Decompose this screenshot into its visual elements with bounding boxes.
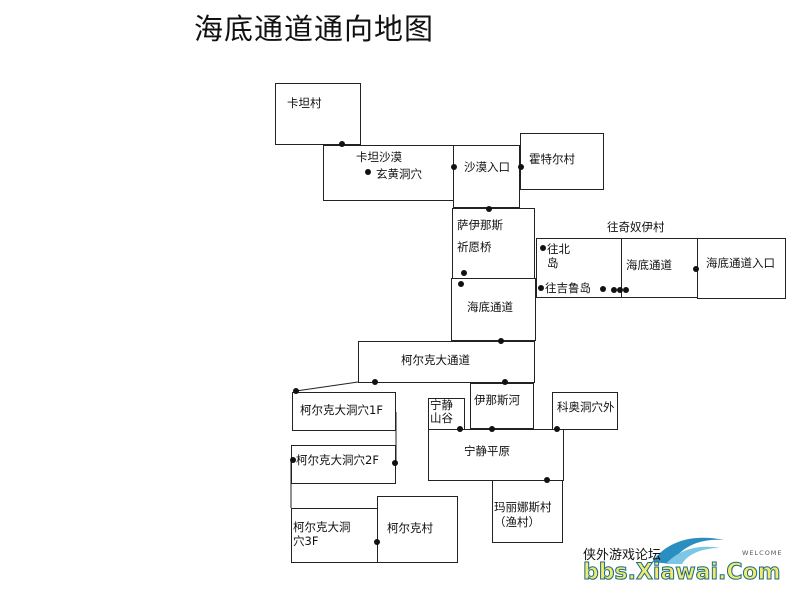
label-kolk-avenue: 柯尔克大通道 bbox=[401, 353, 470, 367]
label-black-yellow-cave: 玄黄洞穴 bbox=[376, 167, 422, 181]
connector-dot bbox=[600, 286, 606, 292]
node-katan-desert[interactable] bbox=[323, 145, 454, 201]
label-kolk-cave-3f-2: 穴3F bbox=[293, 534, 319, 548]
connector-dot bbox=[623, 287, 629, 293]
connector-dot bbox=[458, 281, 464, 287]
label-inas-river: 伊那斯河 bbox=[474, 393, 520, 407]
label-katan-desert: 卡坦沙漠 bbox=[356, 150, 402, 164]
label-hote-village: 霍特尔村 bbox=[529, 152, 575, 166]
connector-dot bbox=[544, 477, 550, 483]
label-quiet-plain: 宁静平原 bbox=[464, 444, 510, 458]
label-kolk-cave-1f: 柯尔克大洞穴1F bbox=[300, 403, 383, 417]
welcome-text: WELCOME bbox=[742, 549, 783, 557]
label-undersea-passage-b: 海底通道 bbox=[467, 300, 513, 314]
site-logo-text[interactable]: bbs.Xiawai.Com bbox=[583, 560, 782, 586]
connector-dot bbox=[540, 245, 546, 251]
label-desert-entrance: 沙漠入口 bbox=[464, 160, 510, 174]
forum-name: 侠外游戏论坛 bbox=[583, 548, 662, 563]
label-kolk-village: 柯尔克村 bbox=[387, 521, 433, 535]
connector-dot bbox=[498, 338, 504, 344]
node-quiet-plain[interactable] bbox=[428, 429, 564, 481]
label-fishing-village: （渔村） bbox=[494, 515, 540, 529]
node-maris-village[interactable] bbox=[492, 480, 563, 543]
node-island-routes[interactable] bbox=[536, 238, 622, 298]
wave-logo-icon bbox=[652, 537, 724, 564]
label-kolk-cave-2f: 柯尔克大洞穴2F bbox=[296, 453, 379, 467]
label-island: 岛 bbox=[547, 256, 559, 270]
label-katan-village: 卡坦村 bbox=[287, 96, 322, 110]
map-title: 海底通道通向地图 bbox=[194, 12, 435, 46]
connector-dot bbox=[293, 388, 299, 394]
connector-dot bbox=[518, 164, 524, 170]
connector-dot bbox=[489, 426, 495, 432]
connector-dot bbox=[374, 539, 380, 545]
connector-dot bbox=[486, 206, 492, 212]
label-quiet-valley-1: 宁静 bbox=[430, 398, 453, 412]
connector-dot bbox=[554, 426, 560, 432]
label-maris-village: 玛丽娜斯村 bbox=[494, 500, 552, 514]
node-sayinas-bridge[interactable] bbox=[452, 208, 535, 279]
connector-dot bbox=[392, 460, 398, 466]
node-hote-village[interactable] bbox=[520, 133, 604, 190]
connector-dot bbox=[693, 266, 699, 272]
connector-dot bbox=[611, 287, 617, 293]
link-kolk-avenue-cave1f bbox=[295, 381, 359, 392]
connector-dot bbox=[365, 169, 371, 175]
node-desert-entrance[interactable] bbox=[453, 145, 520, 208]
connector-dot bbox=[617, 287, 623, 293]
connector-dot bbox=[372, 379, 378, 385]
connector-dot bbox=[451, 164, 457, 170]
label-to-qinu-village: 往奇奴伊村 bbox=[607, 220, 665, 234]
connector-dot bbox=[339, 141, 345, 147]
label-undersea-passage-entrance: 海底通道入口 bbox=[706, 256, 775, 270]
node-quiet-valley[interactable] bbox=[428, 398, 465, 430]
label-sayinas: 萨伊那斯 bbox=[457, 218, 503, 232]
label-prayer-bridge: 祈愿桥 bbox=[457, 240, 492, 254]
connector-dot bbox=[457, 426, 463, 432]
label-to-jilu-island: 往吉鲁岛 bbox=[545, 281, 591, 295]
node-katan-village[interactable] bbox=[275, 83, 361, 145]
node-undersea-passage-b[interactable] bbox=[451, 278, 536, 341]
label-to-north: 往北 bbox=[547, 242, 570, 256]
node-kolk-village[interactable] bbox=[377, 496, 458, 563]
node-undersea-passage-entrance[interactable] bbox=[697, 238, 786, 299]
connector-dot bbox=[538, 285, 544, 291]
label-kolk-cave-3f-1: 柯尔克大洞 bbox=[293, 520, 351, 534]
node-kolk-avenue[interactable] bbox=[358, 341, 535, 383]
label-quiet-valley-2: 山谷 bbox=[430, 411, 453, 425]
label-undersea-passage-a: 海底通道 bbox=[626, 258, 672, 272]
node-undersea-passage-a[interactable] bbox=[621, 238, 698, 298]
connector-dot bbox=[290, 457, 296, 463]
connector-dot bbox=[502, 379, 508, 385]
node-keao-cave-outside[interactable] bbox=[552, 392, 618, 430]
node-kolk-cave-2f[interactable] bbox=[291, 445, 396, 484]
connector-dot bbox=[461, 270, 467, 276]
node-inas-river[interactable] bbox=[470, 383, 534, 429]
node-kolk-cave-1f[interactable] bbox=[292, 392, 396, 431]
label-keao-cave-outside: 科奥洞穴外 bbox=[557, 400, 615, 414]
